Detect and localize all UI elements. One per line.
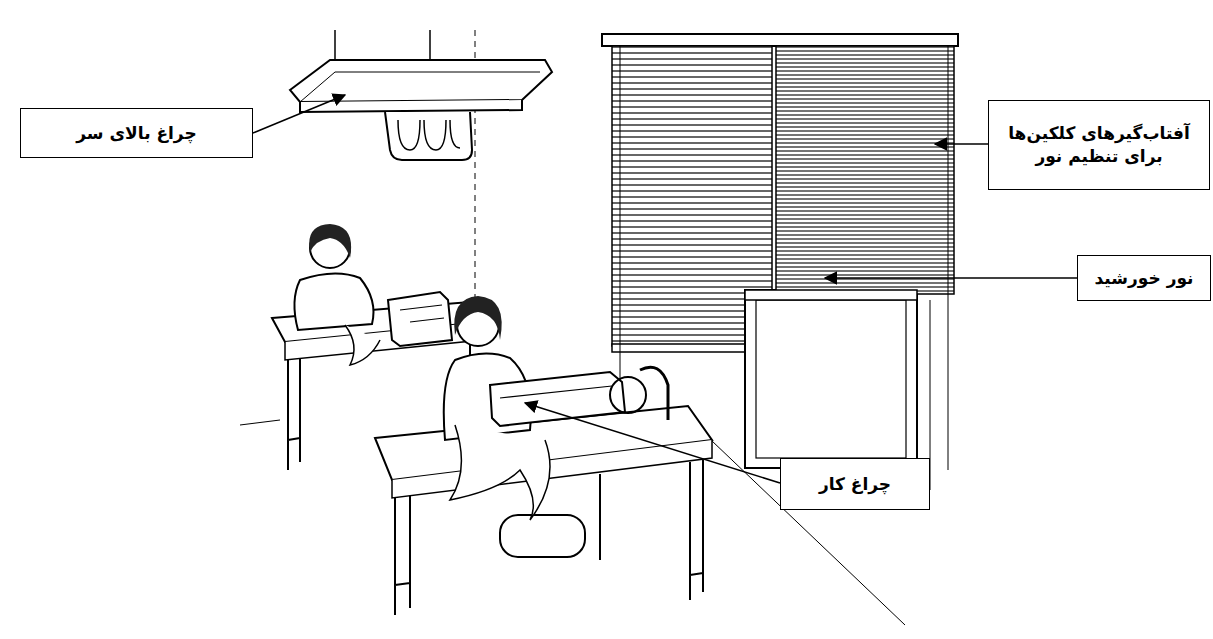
callout-text: چراغ بالای سر — [76, 122, 196, 145]
sewing-machine — [490, 372, 625, 426]
callout-box: نور خورشید — [1077, 255, 1211, 301]
window-frame — [745, 290, 917, 468]
worker-hair — [309, 224, 351, 258]
blind-headrail — [602, 34, 958, 46]
sewing-machine — [388, 292, 452, 346]
machine-wheel — [610, 377, 646, 413]
window-pane — [756, 300, 906, 458]
callout-text: آفتاب‌گیرهای کلکین‌ها برای تنظیم نور — [997, 122, 1201, 168]
callout-box: آفتاب‌گیرهای کلکین‌ها برای تنظیم نور — [988, 100, 1210, 190]
sewing-machine — [400, 305, 444, 322]
work-lamp-arm — [640, 367, 668, 420]
floor-line — [240, 420, 280, 425]
blind-bottomrail — [745, 290, 917, 300]
lamp-wire — [429, 30, 431, 62]
callout-text: چراغ کار — [819, 473, 891, 496]
fabric — [450, 425, 550, 520]
callout-text: نور خورشید — [1095, 267, 1194, 290]
overhead-lamp — [300, 100, 522, 112]
lamp-wire — [334, 30, 336, 64]
machine-motor — [500, 515, 585, 557]
callout-box: چراغ بالای سر — [20, 108, 253, 158]
worker-hair — [454, 296, 501, 340]
table-leg — [395, 460, 703, 615]
blind-cord — [620, 46, 621, 380]
window-blind — [776, 46, 954, 294]
leader-line — [253, 95, 345, 133]
leader-line — [825, 277, 1077, 279]
leader-line — [525, 403, 780, 483]
front-table — [392, 440, 712, 498]
leader-line — [935, 143, 988, 145]
callout-box: چراغ کار — [780, 458, 930, 510]
lamp-end — [385, 112, 472, 160]
sewing-machine — [500, 386, 612, 398]
overhead-lamp — [290, 60, 552, 102]
overhead-lamp — [300, 72, 540, 102]
worker-body — [294, 273, 373, 330]
lamp-tubes — [398, 120, 460, 150]
blind-cord — [948, 46, 949, 470]
fabric — [345, 325, 380, 365]
